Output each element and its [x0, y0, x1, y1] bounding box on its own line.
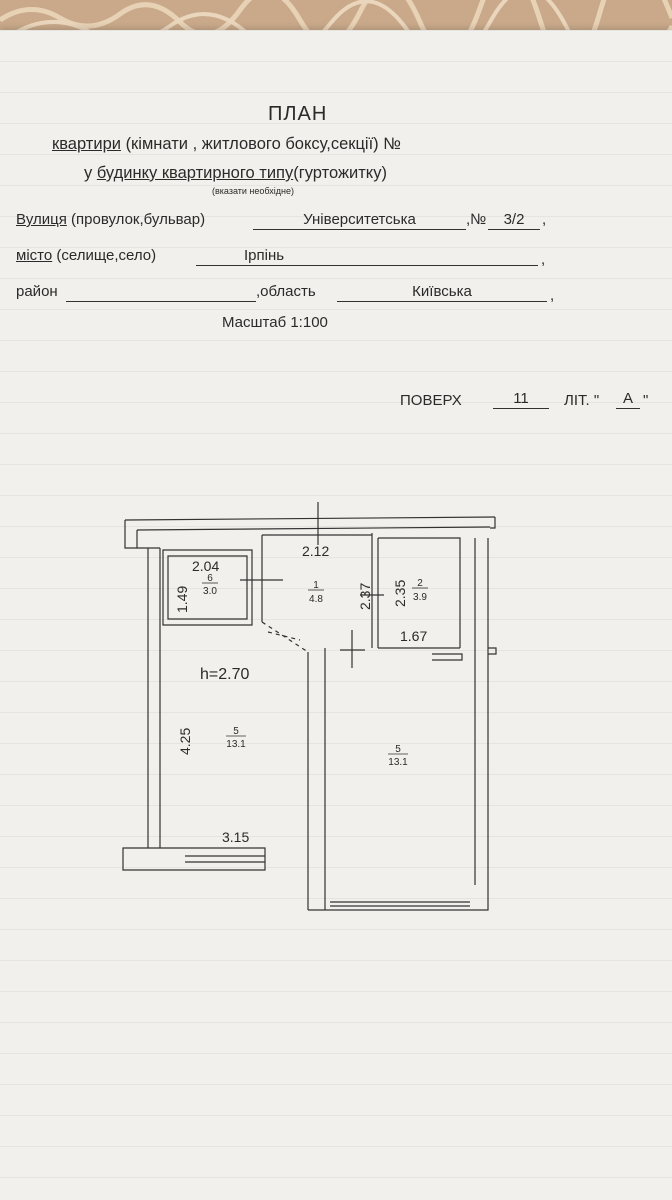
street-comma: , [542, 211, 547, 228]
district-label: район [16, 283, 58, 300]
city-field: Ірпінь [196, 247, 538, 266]
floor-label: ПОВЕРХ [400, 392, 462, 409]
room-number: 6 [207, 573, 213, 584]
room-label-1: 1 4.8 [308, 580, 324, 605]
city-label-group: місто (селище,село) [16, 247, 156, 264]
header-line-1: квартири (кімнати , житлового боксу,секц… [52, 135, 401, 154]
room-area: 3.0 [203, 586, 217, 597]
dim-width-room2: 1.67 [400, 628, 427, 644]
street-label: Вулиця [16, 211, 67, 228]
dim-height-corridor: 2.37 [357, 583, 373, 610]
dim-width-corridor: 2.12 [302, 543, 329, 559]
room-number: 1 [313, 580, 319, 591]
document-sheet [0, 30, 672, 1200]
number-label: ,№ [466, 211, 487, 228]
room-area: 4.8 [309, 594, 323, 605]
street-field: Університетська [253, 211, 466, 230]
room-label-5-right: 5 13.1 [388, 744, 408, 768]
room-label-2: 2 3.9 [412, 578, 428, 603]
room-area: 13.1 [226, 739, 246, 750]
city-label: місто [16, 247, 53, 264]
room-number: 2 [417, 578, 423, 589]
scale-label: Масштаб 1:100 [222, 314, 328, 331]
dim-height-room6: 1.49 [174, 586, 190, 613]
region-label: ,область [256, 283, 316, 300]
street-hint: (провулок,бульвар) [71, 211, 206, 228]
header-line-2-rest: (гуртожитку) [293, 164, 387, 182]
city-comma: , [541, 251, 546, 268]
room-area: 13.1 [388, 757, 408, 768]
dim-width-room5-left: 3.15 [222, 829, 249, 845]
building-type: будинку квартирного типу [96, 164, 294, 182]
street-label-group: Вулиця (провулок,бульвар) [16, 211, 205, 228]
number-field: 3/2 [488, 211, 540, 230]
district-field [66, 283, 256, 302]
lit-field: А [616, 390, 640, 409]
dim-width-room6: 2.04 [192, 558, 219, 574]
region-comma: , [550, 287, 555, 304]
header-line-2: у будинку квартирного типу(гуртожитку) [84, 164, 387, 183]
document-title: ПЛАН [268, 103, 328, 125]
dim-height-room2: 2.35 [392, 580, 408, 607]
header-line-1-rest: (кімнати , житлового боксу,секції) № [125, 135, 401, 153]
room-number: 5 [395, 744, 401, 755]
floor-field: 11 [493, 390, 549, 409]
header-line-2-prefix: у [84, 164, 93, 182]
ceiling-height: h=2.70 [200, 666, 249, 683]
room-number: 5 [233, 726, 239, 737]
room-label-5-left: 5 13.1 [226, 726, 246, 750]
room-label-6: 6 3.0 [202, 573, 218, 597]
lit-close: " [643, 392, 649, 409]
dim-height-room5-left: 4.25 [177, 728, 193, 755]
room-area: 3.9 [413, 592, 427, 603]
region-field: Київська [337, 283, 547, 302]
header-note: (вказати необхідне) [212, 186, 294, 196]
plan-walls [122, 502, 497, 911]
city-hint: (селище,село) [56, 247, 157, 264]
apartment-word: квартири [52, 135, 121, 153]
lit-label: ЛІТ. " [564, 392, 600, 409]
